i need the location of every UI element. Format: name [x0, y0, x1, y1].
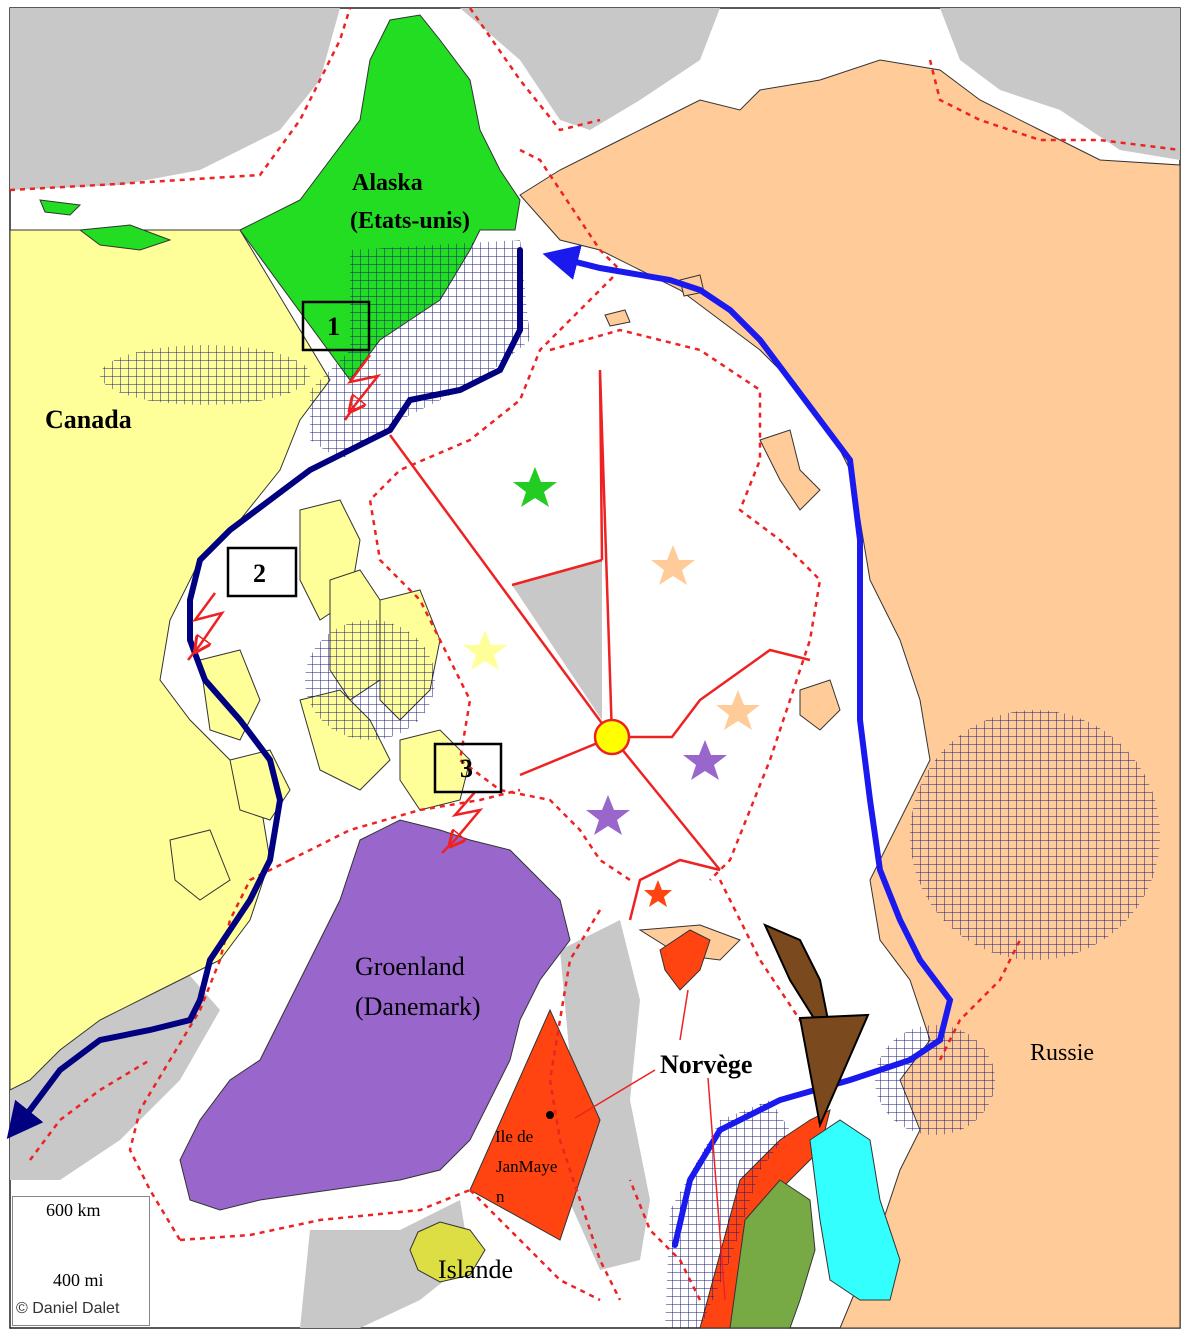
norway-land	[469, 929, 831, 1329]
brown-arrow-shape	[763, 923, 870, 1129]
aleutian-islands	[39, 199, 172, 251]
marker-1: 1	[327, 312, 340, 341]
country-labels: Alaska (Etats-unis) Canada Groenland (Da…	[45, 170, 1094, 1284]
label-russie: Russie	[1030, 1040, 1094, 1066]
sector-lines	[388, 369, 811, 921]
finland-land	[809, 1119, 901, 1301]
star-icon	[513, 467, 557, 507]
label-jan-mayen-3: n	[496, 1187, 505, 1206]
star-icon	[586, 795, 630, 835]
marker-boxes: 1 2 3	[226, 300, 503, 794]
greenland-land	[179, 819, 571, 1211]
star-icon	[716, 690, 760, 730]
label-alaska: Alaska	[352, 170, 423, 196]
label-jan-mayen-2: JanMaye	[496, 1157, 557, 1176]
star-icon	[463, 630, 507, 670]
label-norvege: Norvège	[660, 1050, 752, 1079]
label-groenland: Groenland	[355, 952, 465, 981]
iceland-land	[409, 1221, 486, 1283]
star-icon	[651, 545, 695, 585]
jan-mayen-dot	[546, 1111, 554, 1119]
label-groenland-sub: (Danemark)	[355, 992, 481, 1021]
sweden-land	[729, 1179, 816, 1329]
copyright-credit: © Daniel Dalet	[16, 1300, 120, 1317]
lightning-icon	[441, 791, 484, 854]
label-islande: Islande	[438, 1255, 513, 1284]
lightning-icons	[187, 354, 484, 854]
marker-2: 2	[253, 559, 266, 588]
norway-leader-lines	[574, 989, 726, 1301]
lightning-icon	[343, 354, 382, 421]
label-jan-mayen-1: Ile de	[495, 1127, 533, 1146]
label-alaska-sub: (Etats-unis)	[350, 208, 470, 234]
lightning-icon	[187, 592, 225, 661]
label-canada: Canada	[45, 405, 132, 434]
star-icon	[644, 880, 672, 907]
star-icon	[683, 740, 727, 780]
northwest-passage-route	[6, 247, 523, 1140]
stars	[463, 467, 760, 907]
marker-3: 3	[460, 754, 473, 783]
scale-km: 600 km	[46, 1200, 101, 1220]
north-pole-marker	[593, 718, 631, 756]
scale-mi: 400 mi	[53, 1270, 104, 1290]
scale-box: 600 km 400 mi © Daniel Dalet	[12, 1196, 150, 1326]
